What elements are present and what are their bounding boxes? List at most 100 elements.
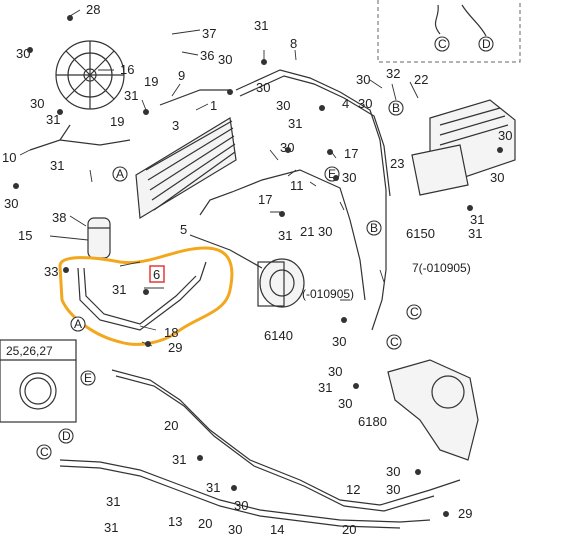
label-14: 14 xyxy=(270,522,284,537)
label-30d: 30 xyxy=(356,72,370,87)
label-7: 7(-010905) xyxy=(412,261,471,275)
label-010905: (-010905) xyxy=(302,287,354,301)
label-11: 11 xyxy=(290,178,304,193)
svg-text:E: E xyxy=(84,371,92,385)
label-30j: 30 xyxy=(342,170,356,185)
label-20b: 20 xyxy=(342,522,356,537)
label-6180: 6180 xyxy=(358,414,387,429)
label-20c: 20 xyxy=(198,516,212,531)
label-30s: 30 xyxy=(234,498,248,513)
label-30t: 30 xyxy=(228,522,242,537)
label-30o: 30 xyxy=(328,364,342,379)
label-30c: 30 xyxy=(256,80,270,95)
label-38: 38 xyxy=(52,210,66,225)
label-15: 15 xyxy=(18,228,32,243)
label-16: 16 xyxy=(120,62,134,77)
label-17a: 17 xyxy=(344,146,358,161)
label-28: 28 xyxy=(86,2,100,17)
label-37: 37 xyxy=(202,26,216,41)
label-31j: 31 xyxy=(318,380,332,395)
svg-text:C: C xyxy=(438,37,447,51)
inset-label: 25,26,27 xyxy=(6,344,53,358)
refrigerant-pipes xyxy=(29,69,461,529)
label-30h: 30 xyxy=(498,128,512,143)
label-31l: 31 xyxy=(206,480,220,495)
label-5: 5 xyxy=(180,222,187,237)
label-6: 6 xyxy=(153,267,160,282)
label-20a: 20 xyxy=(164,418,178,433)
inset-pipe xyxy=(434,4,487,37)
label-22: 22 xyxy=(414,72,428,87)
inset-o-ring-box: 25,26,27 xyxy=(0,339,77,423)
label-31i: 31 xyxy=(112,282,126,297)
label-31c: 31 xyxy=(46,112,60,127)
label-4: 4 xyxy=(342,96,349,111)
label-30f: 30 xyxy=(276,98,290,113)
label-30e: 30 xyxy=(30,96,44,111)
svg-text:A: A xyxy=(74,317,82,331)
label-29b: 29 xyxy=(458,506,472,521)
label-19a: 19 xyxy=(144,74,158,89)
label-31f: 31 xyxy=(470,212,484,227)
label-13: 13 xyxy=(168,514,182,529)
label-30n: 30 xyxy=(332,334,346,349)
label-31k: 31 xyxy=(172,452,186,467)
label-31m: 31 xyxy=(106,494,120,509)
label-8: 8 xyxy=(290,36,297,51)
label-31h: 31 xyxy=(468,226,482,241)
label-21: 21 xyxy=(300,224,314,239)
label-10: 10 xyxy=(2,150,16,165)
label-31e: 31 xyxy=(50,158,64,173)
svg-text:D: D xyxy=(62,429,71,443)
label-33: 33 xyxy=(44,264,58,279)
receiver-drier xyxy=(87,217,111,259)
label-31n: 31 xyxy=(104,520,118,535)
label-29a: 29 xyxy=(168,340,182,355)
label-30b: 30 xyxy=(218,52,232,67)
leader-lines xyxy=(19,9,419,347)
svg-text:C: C xyxy=(410,305,419,319)
label-3: 3 xyxy=(172,118,179,133)
label-30q: 30 xyxy=(386,464,400,479)
svg-text:C: C xyxy=(390,335,399,349)
label-30p: 30 xyxy=(338,396,352,411)
label-9: 9 xyxy=(178,68,185,83)
svg-text:D: D xyxy=(482,37,491,51)
condenser xyxy=(135,117,237,220)
compressor xyxy=(257,258,305,308)
svg-text:B: B xyxy=(392,101,400,115)
label-12: 12 xyxy=(346,482,360,497)
label-30m: 30 xyxy=(318,224,332,239)
label-30: 30 xyxy=(16,46,30,61)
label-6-box xyxy=(149,265,165,283)
label-32: 32 xyxy=(386,66,400,81)
hvac-unit xyxy=(411,99,516,196)
label-19b: 19 xyxy=(110,114,124,129)
part-labels: 28 37 31 36 30 16 8 32 22 30 30 30 19 9 … xyxy=(2,2,512,537)
label-30g: 30 xyxy=(358,96,372,111)
fastener-marks xyxy=(13,15,503,517)
label-31d: 31 xyxy=(288,116,302,131)
fan-shroud xyxy=(55,40,125,110)
highlight-outline xyxy=(58,246,234,346)
label-31g: 31 xyxy=(278,228,292,243)
label-17b: 17 xyxy=(258,192,272,207)
svg-text:E: E xyxy=(328,167,336,181)
label-6150: 6150 xyxy=(406,226,435,241)
label-31b: 31 xyxy=(124,88,138,103)
label-30l: 30 xyxy=(4,196,18,211)
label-6140: 6140 xyxy=(264,328,293,343)
connector-markers: A B B C C C D C D E A E xyxy=(36,36,494,460)
svg-text:B: B xyxy=(370,221,378,235)
label-1: 1 xyxy=(210,98,217,113)
label-31: 31 xyxy=(254,18,268,33)
label-18: 18 xyxy=(164,325,178,340)
svg-text:C: C xyxy=(40,445,49,459)
label-23: 23 xyxy=(390,156,404,171)
inset-box-top-right xyxy=(377,0,521,63)
highlighted-pipe-assembly xyxy=(58,246,234,346)
label-30k: 30 xyxy=(490,170,504,185)
label-30r: 30 xyxy=(386,482,400,497)
svg-text:A: A xyxy=(116,167,124,181)
